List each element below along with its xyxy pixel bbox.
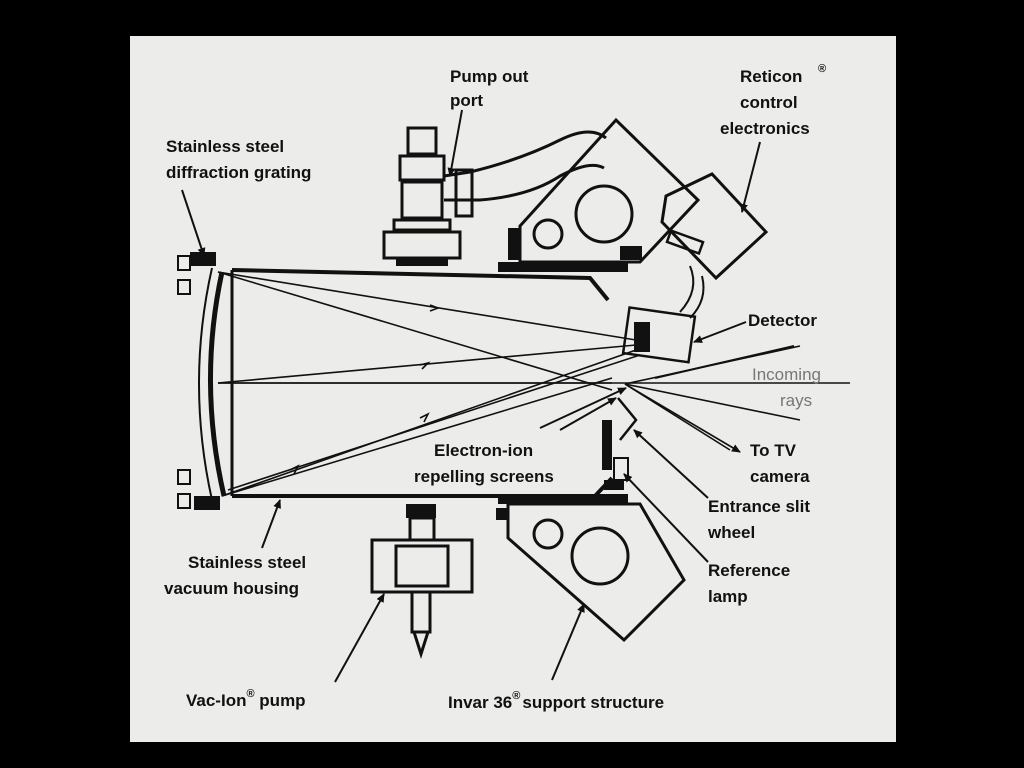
pump-out-port-label: Pump out port (450, 67, 533, 110)
incoming-rays-label: Incoming rays (752, 365, 826, 410)
diffraction-grating-label: Stainless steel diffraction grating (166, 137, 311, 182)
vac-ion-pump-label: Vac-Ion® pump (186, 688, 306, 710)
support-structure-label: Invar 36®support structure (448, 690, 664, 712)
optical-rays (217, 271, 850, 497)
reference-lamp-label: Reference lamp (708, 561, 795, 606)
bottom-support-structure (496, 502, 686, 643)
electron-ion-screens-label: Electron-ion repelling screens (414, 441, 554, 486)
detector-label: Detector (748, 311, 817, 330)
leader-lines (181, 109, 795, 683)
vac-ion-pump (370, 504, 474, 659)
entrance-slit-wheel-label: Entrance slit wheel (707, 497, 815, 542)
entrance-slit-wheel (602, 397, 638, 490)
incoming-rays-lines (624, 345, 801, 453)
reticon-control-electronics (660, 172, 769, 281)
reticon-registered-mark: ® (818, 63, 826, 75)
top-support-bracket (508, 117, 701, 264)
diffraction-grating (177, 252, 227, 510)
to-tv-camera-label: To TV camera (750, 441, 810, 486)
detector (621, 265, 705, 364)
reticon-control-label: Reticon control electronics (720, 67, 810, 138)
vacuum-housing-label: Stainless steel vacuum housing (164, 553, 311, 598)
pump-out-port (382, 126, 607, 266)
diagram-panel (130, 36, 896, 742)
